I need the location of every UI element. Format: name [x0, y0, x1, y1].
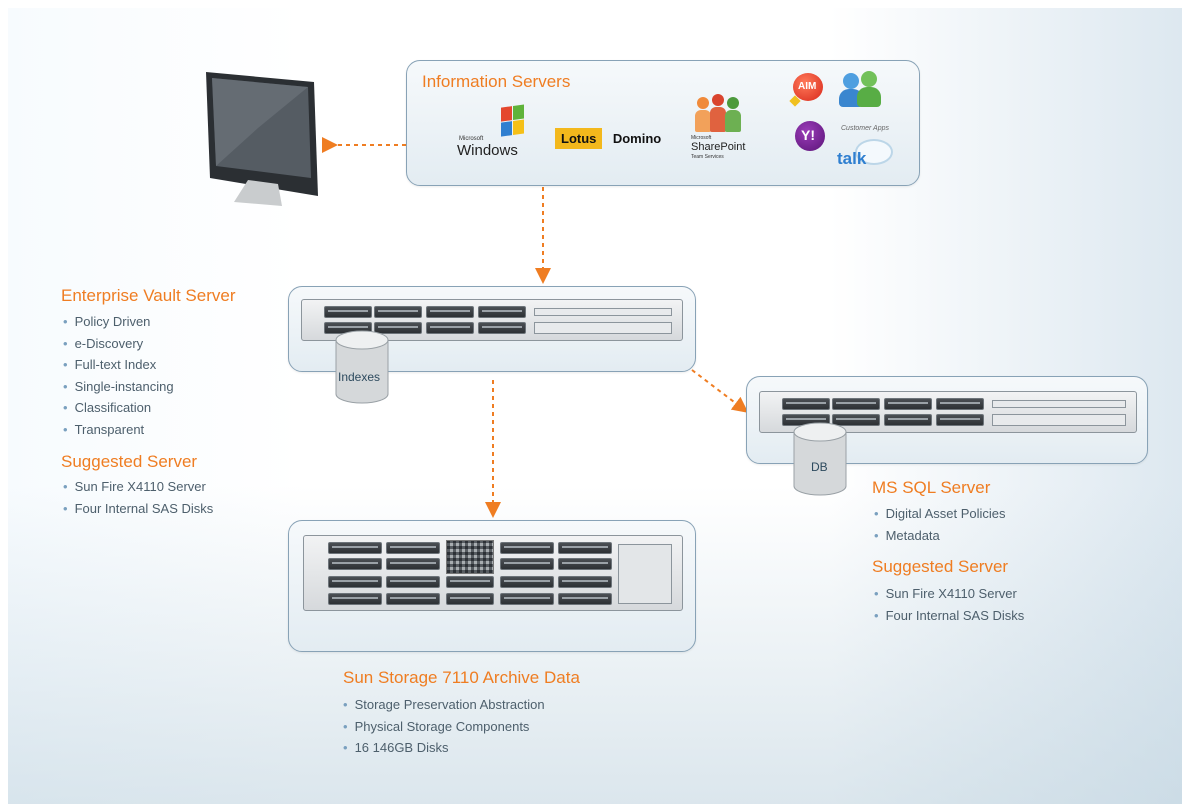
list-item: Classification [63, 397, 174, 419]
customer-apps-text: Customer Apps [841, 125, 889, 132]
windows-small-text: Microsoft [459, 136, 484, 142]
arrow-vault-sql [691, 369, 749, 413]
list-item: e-Discovery [63, 333, 174, 355]
storage-array-icon [303, 535, 683, 611]
list-item: 16 146GB Disks [343, 737, 545, 759]
list-item: Sun Fire X4110 Server [63, 476, 213, 498]
yahoo-logo-icon: Y! [795, 121, 825, 151]
vault-server-icon [301, 299, 683, 341]
monitor-icon [198, 68, 328, 208]
ms-sql-title: MS SQL Server [872, 478, 991, 497]
ms-sql-features: Digital Asset Policies Metadata [874, 503, 1006, 546]
information-servers-title: Information Servers [422, 72, 571, 91]
list-item: Policy Driven [63, 311, 174, 333]
lotus-domino-logo-icon: Lotus Domino [555, 128, 661, 150]
storage-panel [288, 520, 696, 652]
list-item: Four Internal SAS Disks [63, 498, 214, 520]
enterprise-vault-features: Policy Driven e-Discovery Full-text Inde… [63, 311, 174, 440]
sql-suggested-title: Suggested Server [872, 557, 1009, 576]
sharepoint-text: SharePoint [691, 141, 746, 153]
list-item: Single-instancing [63, 376, 174, 398]
list-item: Transparent [63, 419, 174, 441]
list-item: Full-text Index [63, 354, 174, 376]
windows-text: Windows [457, 142, 518, 159]
gtalk-logo-icon: talk [837, 139, 897, 173]
sharepoint-logo-icon: Microsoft SharePoint Team Services [689, 93, 779, 173]
list-item: Physical Storage Components [343, 716, 545, 738]
list-item: Four Internal SAS Disks [874, 605, 1025, 627]
list-item: Digital Asset Policies [874, 503, 1006, 525]
sql-suggested-list: Sun Fire X4110 Server Four Internal SAS … [874, 583, 1025, 627]
information-servers-panel: Information Servers Microsoft Windows Lo… [406, 60, 920, 186]
list-item: Sun Fire X4110 Server [874, 583, 1024, 605]
connectors [322, 137, 749, 518]
db-label: DB [811, 460, 828, 474]
domino-text: Domino [612, 131, 662, 146]
indexes-database-icon [334, 330, 390, 406]
indexes-label: Indexes [338, 370, 381, 384]
aim-text: AIM [798, 81, 817, 92]
lotus-text: Lotus [555, 128, 603, 149]
yahoo-text: Y! [801, 127, 815, 143]
vault-suggested-list: Sun Fire X4110 Server Four Internal SAS … [63, 476, 214, 520]
sharepoint-sub-text: Team Services [691, 154, 724, 160]
list-item: Storage Preservation Abstraction [343, 694, 545, 716]
messenger-logo-icon [839, 71, 887, 115]
storage-title: Sun Storage 7110 Archive Data [343, 668, 580, 687]
aim-logo-icon: AIM [789, 73, 827, 109]
enterprise-vault-title: Enterprise Vault Server [61, 286, 236, 305]
diagram-canvas: Information Servers Microsoft Windows Lo… [8, 8, 1182, 804]
windows-logo-icon: Microsoft Windows [457, 104, 537, 166]
talk-text: talk [837, 149, 867, 168]
sharepoint-small-text: Microsoft [691, 135, 712, 141]
enterprise-vault-server-panel [288, 286, 696, 372]
storage-features: Storage Preservation Abstraction Physica… [343, 694, 545, 759]
vault-suggested-title: Suggested Server [61, 452, 198, 471]
db-database-icon [792, 422, 848, 498]
list-item: Metadata [874, 525, 1006, 547]
